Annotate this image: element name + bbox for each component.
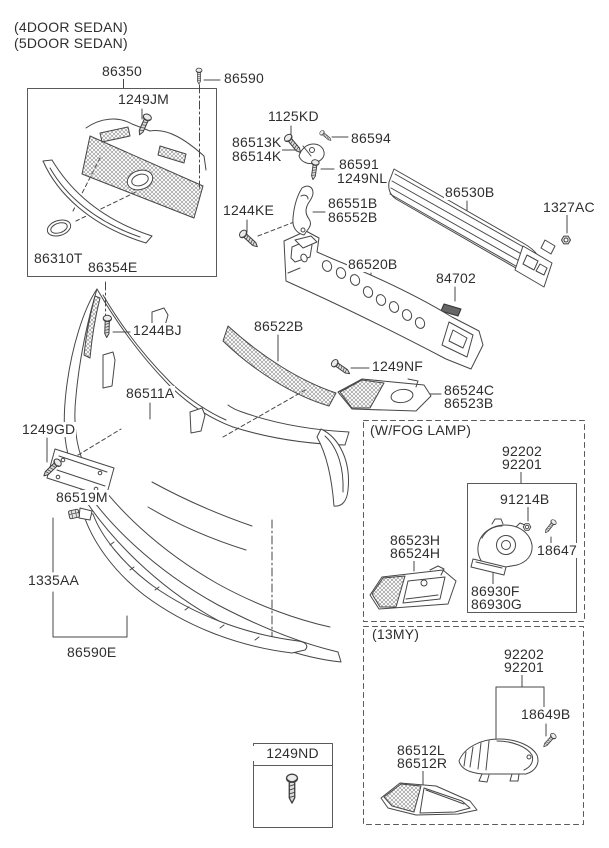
lip-spoiler-drawing [52, 507, 308, 654]
screw-icon [282, 132, 305, 156]
part-label-86524C: 86524C [443, 382, 496, 398]
nut-icon [522, 523, 532, 531]
part-label-86930F: 86930F [470, 583, 521, 599]
part-label-91214B: 91214B [499, 491, 551, 507]
bumper-beam-drawing [388, 168, 556, 288]
screw-icon [195, 67, 203, 85]
radiator-grille-drawing [81, 118, 207, 219]
part-label-86519M: 86519M [55, 489, 109, 505]
part-label-86511A: 86511A [125, 385, 176, 401]
assembly-dashed-lines [59, 157, 308, 467]
part-label-92202-fog: 92202 [501, 443, 543, 459]
part-label-86523B: 86523B [443, 395, 495, 411]
variant-note-5door: (5DOOR SEDAN) [13, 35, 129, 51]
part-label-92201-13my: 92201 [503, 659, 545, 675]
part-label-86524H: 86524H [389, 545, 442, 561]
part-label-1249NL: 1249NL [336, 170, 389, 186]
emblem-drawing [46, 219, 72, 237]
grille-assembly-box [27, 88, 217, 277]
part-label-86590: 86590 [223, 70, 265, 86]
part-label-86512L: 86512L [396, 742, 446, 758]
led-lamp-cover-drawing [380, 782, 478, 816]
bumper-mesh-drawing [222, 325, 337, 407]
side-bracket-drawing [298, 143, 325, 165]
part-label-86514K: 86514K [231, 148, 283, 164]
part-label-86591: 86591 [338, 156, 380, 172]
bolt-icon [318, 129, 334, 143]
part-label-84702: 84702 [435, 270, 477, 286]
fog-lamp-section-box [363, 420, 585, 622]
part-label-86552B: 86552B [327, 209, 379, 225]
part-label-86512R: 86512R [396, 755, 449, 771]
part-label-86590E: 86590E [66, 644, 118, 660]
part-label-86520B: 86520B [347, 256, 399, 272]
section-label-13my: (13MY) [371, 626, 421, 642]
part-label-1335AA: 1335AA [27, 572, 81, 588]
part-label-86523H: 86523H [389, 532, 442, 548]
part-label-86522B: 86522B [253, 318, 305, 334]
screw-icon [541, 731, 558, 750]
part-label-18649B: 18649B [520, 706, 572, 722]
section-label-fog-lamp: (W/FOG LAMP) [369, 422, 473, 438]
leader-lines [46, 77, 568, 789]
part-label-18647: 18647 [536, 542, 578, 558]
fog-bezel-drawing [369, 565, 457, 610]
beam-pad-drawing [440, 303, 462, 317]
led-lamp-drawing [458, 738, 539, 783]
part-label-1327AC: 1327AC [542, 199, 596, 215]
nut-icon [561, 235, 571, 245]
clip-icon [67, 508, 81, 520]
fog-cover-drawing [337, 378, 432, 412]
screw-icon [329, 357, 353, 378]
screw-icon [542, 518, 558, 535]
part-label-1249JM: 1249JM [117, 91, 171, 107]
part-label-1244BJ: 1244BJ [132, 322, 183, 338]
part-label-1249ND: 1249ND [253, 746, 332, 761]
part-label-1249NF: 1249NF [371, 358, 425, 374]
screw-icon [237, 228, 261, 251]
energy-absorber-drawing [283, 230, 484, 370]
grille-molding-drawing [42, 159, 153, 244]
part-label-86354E: 86354E [87, 259, 139, 275]
part-label-92201-fog: 92201 [501, 456, 543, 472]
my13-section-box [363, 626, 584, 825]
variant-note-4door: (4DOOR SEDAN) [13, 19, 129, 35]
part-label-1125KD: 1125KD [267, 108, 320, 124]
screw-icon [135, 112, 153, 137]
fastener-box [253, 743, 333, 828]
part-label-1249GD: 1249GD [21, 421, 77, 437]
fog-lamp-drawing [470, 518, 533, 576]
part-label-92202-13my: 92202 [503, 646, 545, 662]
part-label-86551B: 86551B [327, 195, 379, 211]
part-label-86530B: 86530B [444, 184, 496, 200]
screw-icon [102, 314, 113, 339]
part-label-86350: 86350 [101, 63, 143, 79]
part-label-86594: 86594 [350, 130, 392, 146]
screw-icon [285, 773, 299, 804]
part-label-86930G: 86930G [470, 596, 524, 612]
part-label-86310T: 86310T [33, 250, 84, 266]
part-label-1244KE: 1244KE [222, 202, 276, 218]
part-label-86513K: 86513K [231, 134, 283, 150]
bumper-side-rail-drawing [292, 185, 318, 249]
